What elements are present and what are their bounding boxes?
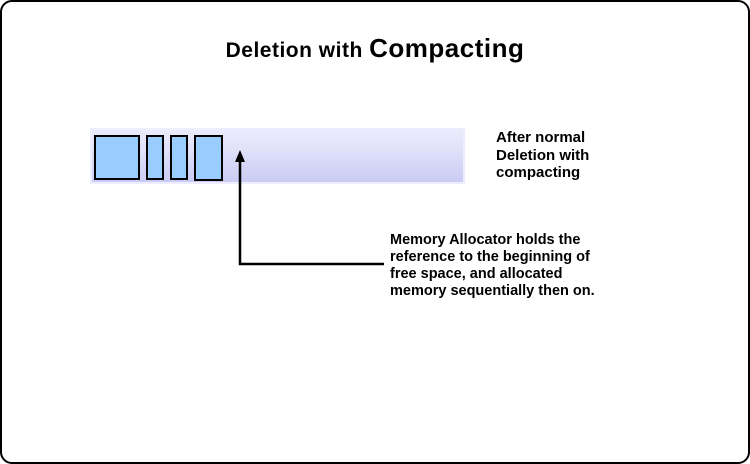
allocated-block-3 <box>170 135 188 180</box>
allocated-block-4 <box>194 135 223 181</box>
after-deletion-label: After normal Deletion with compacting <box>496 129 590 181</box>
slide-title-emphasis: Compacting <box>369 33 525 63</box>
allocator-note: Memory Allocator holds the reference to … <box>390 232 595 299</box>
allocated-block-1 <box>94 135 140 180</box>
slide-title: Deletion with Compacting <box>2 33 748 64</box>
allocator-pointer-arrow <box>235 150 384 266</box>
slide-title-prefix: Deletion with <box>225 39 370 62</box>
allocated-block-2 <box>146 135 164 180</box>
memory-bar <box>90 128 465 184</box>
